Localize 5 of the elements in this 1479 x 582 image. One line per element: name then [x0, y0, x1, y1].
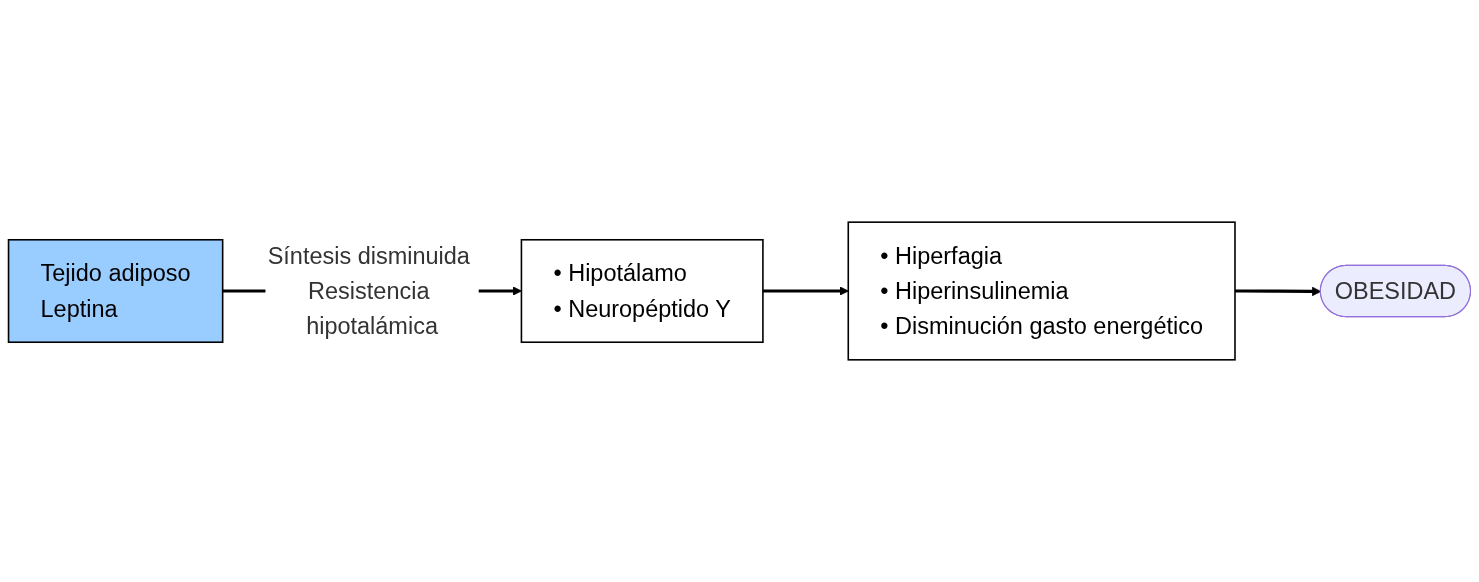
- edge-label: Síntesis disminuida Resistencia hipotalámica: [267, 242, 470, 340]
- node-box: • Hiperfagia • Hiperinsulinemia • Disminución gasto energético: [847, 221, 1236, 361]
- node-box: • Hipotálamo • Neuropéptido Y: [520, 239, 764, 344]
- arrow: [762, 286, 849, 296]
- node-box: Tejido adiposo Leptina: [7, 239, 224, 344]
